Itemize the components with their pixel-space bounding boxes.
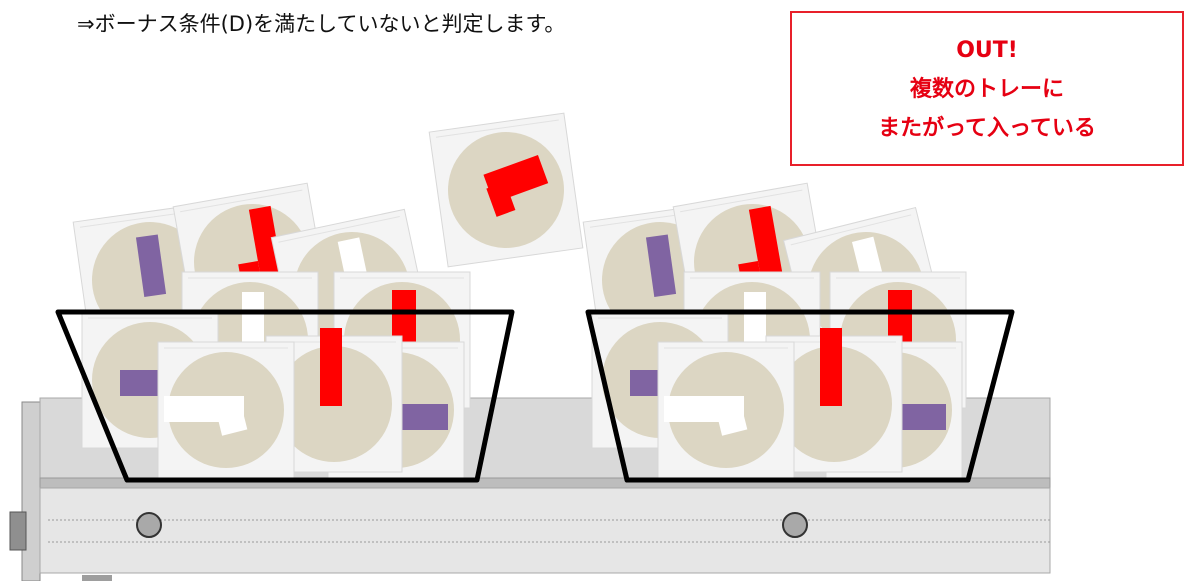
- tray-icon: [585, 309, 1015, 483]
- card-icon: [333, 271, 471, 409]
- judgement-caption: ⇒ボーナス条件(D)を満たしていないと判定します。: [77, 12, 566, 36]
- card-icon: [265, 328, 403, 473]
- bolt-icon: [782, 512, 808, 538]
- verdict-box: OUT! 複数のトレーに またがって入っている: [790, 11, 1184, 166]
- card-icon: [157, 341, 295, 479]
- verdict-out-label: OUT!: [956, 38, 1018, 63]
- verdict-reason-line1: 複数のトレーに: [909, 77, 1064, 102]
- card-icon: [829, 271, 967, 409]
- tray-icon: [55, 309, 515, 483]
- card-icon: [765, 328, 903, 473]
- card-icon: [81, 311, 219, 449]
- card-icon: [683, 271, 821, 409]
- right-tray-cards: [582, 182, 967, 479]
- card-icon: [657, 341, 795, 479]
- left-tray-cards: [72, 182, 471, 479]
- card-icon: [428, 112, 584, 268]
- verdict-reason-line2: またがって入っている: [878, 116, 1096, 141]
- bolt-icon: [136, 512, 162, 538]
- card-icon: [582, 202, 738, 358]
- card-icon: [72, 202, 228, 358]
- card-icon: [181, 271, 319, 409]
